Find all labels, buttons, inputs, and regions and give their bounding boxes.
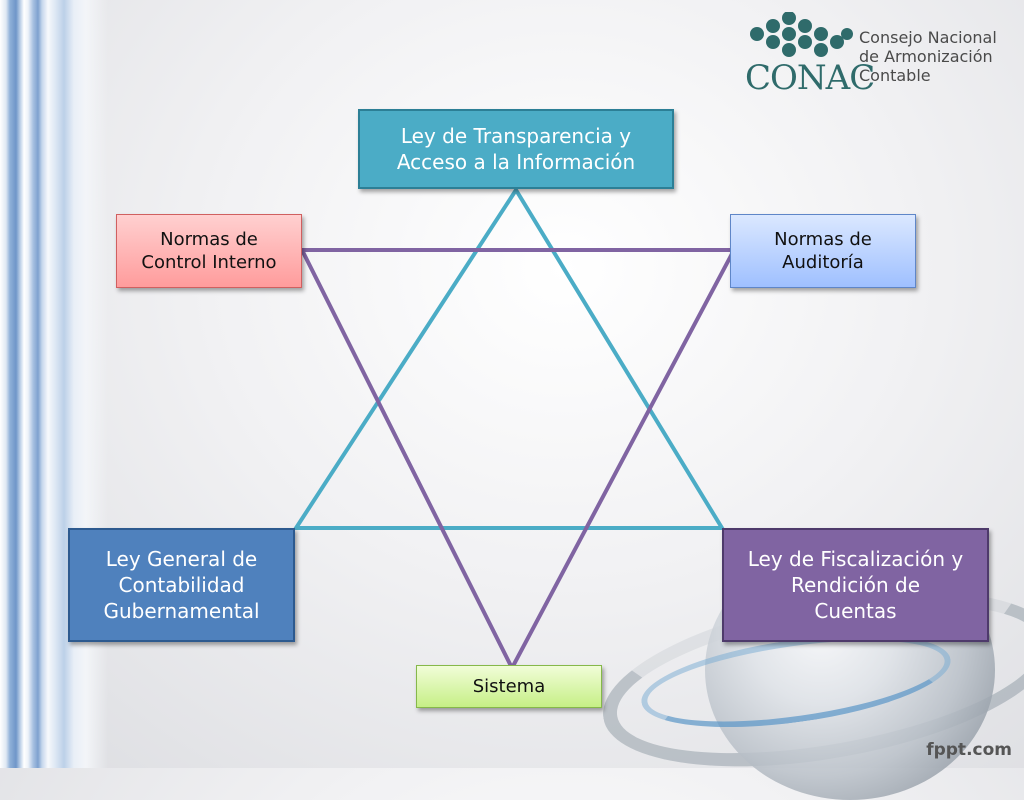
node-control-interno: Normas de Control Interno — [116, 214, 302, 288]
fppt-credit: fppt.com — [926, 740, 1012, 760]
star-diagram — [292, 186, 738, 673]
conac-logo: CONAC Consejo Nacional de Armonización C… — [745, 12, 1015, 98]
node-contabilidad-line-3: Gubernamental — [103, 599, 260, 623]
node-transparencia-line-1: Ley de Transparencia y — [400, 124, 632, 148]
logo-line-1: Consejo Nacional — [859, 28, 997, 47]
node-sistema: Sistema — [416, 665, 602, 708]
logo-line-3: Contable — [859, 66, 931, 85]
node-sistema-label: Sistema — [472, 675, 546, 697]
node-transparencia: Ley de Transparencia y Acceso a la Infor… — [358, 109, 674, 189]
node-contabilidad: Ley General de Contabilidad Gubernamenta… — [68, 528, 295, 642]
node-auditoria: Normas de Auditoría — [730, 214, 916, 288]
node-contabilidad-line-2: Contabilidad — [118, 573, 245, 597]
node-fiscalizacion-line-1: Ley de Fiscalización y — [747, 547, 964, 571]
triangle-up — [292, 186, 726, 530]
triangle-down — [298, 248, 738, 673]
node-control-line-1: Normas de — [160, 228, 258, 250]
node-auditoria-line-2: Auditoría — [782, 252, 864, 273]
node-fiscalizacion-line-2: Rendición de — [790, 573, 921, 597]
node-contabilidad-line-1: Ley General de — [105, 547, 258, 571]
logo-text: Consejo Nacional de Armonización Contabl… — [859, 28, 997, 85]
node-auditoria-line-1: Normas de — [774, 228, 872, 250]
logo-name: CONAC — [745, 58, 875, 98]
logo-hexagon-icon — [750, 12, 853, 57]
node-transparencia-line-2: Acceso a la Información — [396, 150, 636, 174]
node-fiscalizacion: Ley de Fiscalización y Rendición de Cuen… — [722, 528, 989, 642]
logo-line-2: de Armonización — [859, 47, 993, 66]
node-fiscalizacion-line-3: Cuentas — [814, 599, 897, 623]
node-control-line-2: Control Interno — [141, 252, 277, 273]
